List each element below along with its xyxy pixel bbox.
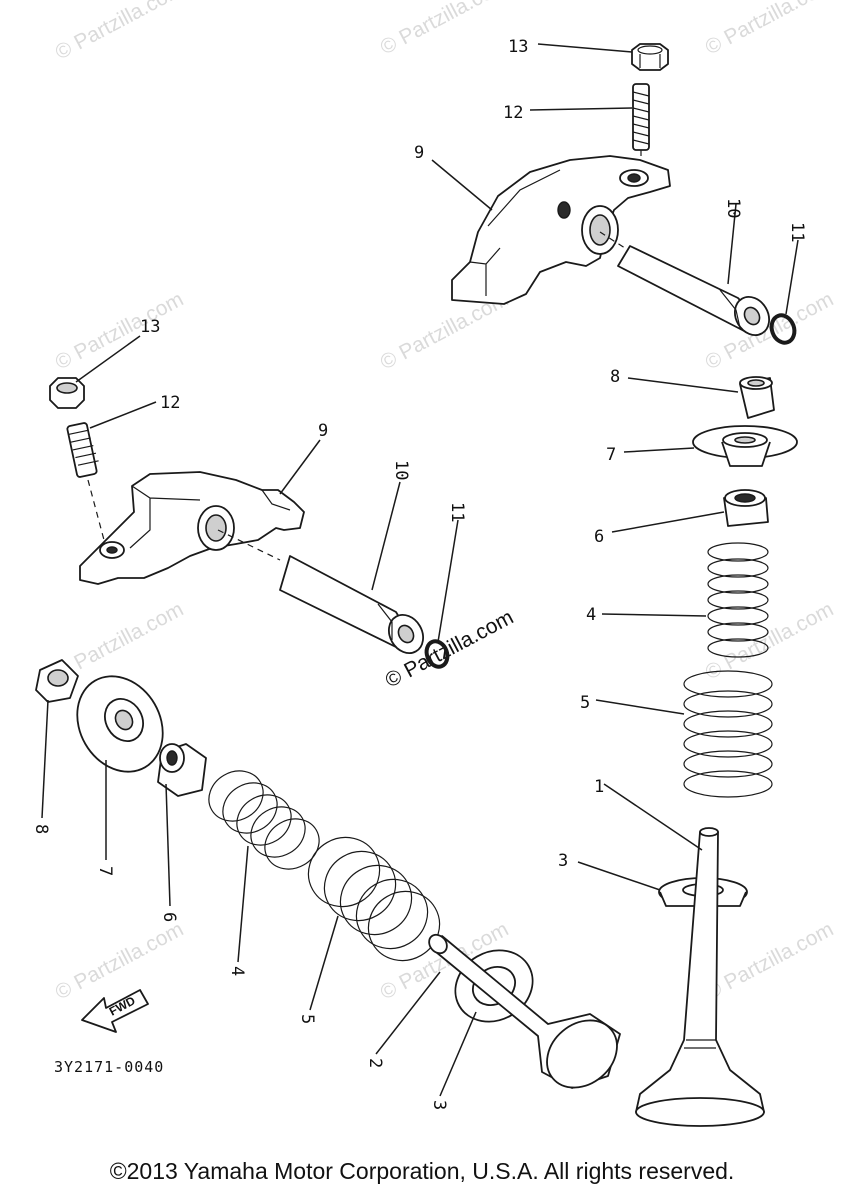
part-2-valve-left xyxy=(428,933,621,1089)
part-11-o-ring-upper xyxy=(769,313,797,345)
callout-6-left: 6 xyxy=(159,912,179,922)
part-6-valve-stem-seal-left xyxy=(157,743,207,797)
watermark-text: © Partzilla.com xyxy=(52,0,188,64)
part-9-rocker-arm-left xyxy=(79,471,305,585)
callout-9-upper: 9 xyxy=(414,143,424,163)
right-valve-stack xyxy=(635,376,798,1127)
watermark-text: © Partzilla.com xyxy=(52,288,188,375)
part-7-spring-retainer-left xyxy=(76,675,164,773)
part-10-rocker-shaft-upper xyxy=(599,231,770,336)
part-7-spring-retainer-right xyxy=(692,425,798,467)
watermark-text: © Partzilla.com xyxy=(702,0,838,59)
part-5-outer-valve-spring-right xyxy=(683,670,773,798)
callout-4-left: 4 xyxy=(227,966,247,976)
part-5-outer-valve-spring-left xyxy=(307,836,441,962)
callout-1-right: 1 xyxy=(594,777,604,797)
callout-7-left: 7 xyxy=(95,866,115,876)
copyright-footer: ©2013 Yamaha Motor Corporation, U.S.A. A… xyxy=(109,1158,735,1184)
callout-3-left: 3 xyxy=(429,1100,449,1110)
callout-8-left: 8 xyxy=(31,824,51,834)
callout-5-left: 5 xyxy=(297,1014,317,1024)
callout-12-upper: 12 xyxy=(503,103,523,123)
callout-11-upper: 11 xyxy=(787,222,807,242)
watermark-text: © Partzilla.com xyxy=(377,0,513,59)
part-8-valve-cotter-left xyxy=(35,659,79,703)
callout-9-left: 9 xyxy=(318,421,328,441)
part-10-rocker-shaft-left xyxy=(217,529,424,654)
callout-10-left: 10 xyxy=(391,460,411,480)
callout-13-left: 13 xyxy=(140,317,160,337)
watermark-text: © Partzilla.com xyxy=(52,918,188,1005)
upper-rocker-assembly xyxy=(451,43,797,345)
watermark-text: © Partzilla.com xyxy=(702,918,838,1005)
part-6-valve-stem-seal-right xyxy=(723,489,769,527)
callout-12-left: 12 xyxy=(160,393,180,413)
part-1-valve-right xyxy=(635,827,765,1127)
callout-labels: 13 12 9 10 11 8 7 6 4 5 1 3 13 12 9 10 1… xyxy=(31,37,807,1110)
callout-5-right: 5 xyxy=(580,693,590,713)
part-12-adjusting-screw-left xyxy=(66,422,105,541)
part-4-inner-valve-spring-left xyxy=(208,770,320,870)
part-13-nut-upper xyxy=(631,43,669,71)
callout-8-right: 8 xyxy=(610,367,620,387)
callout-2-left: 2 xyxy=(365,1058,385,1068)
part-8-valve-cotter-right xyxy=(739,376,775,419)
callout-3-right: 3 xyxy=(558,851,568,871)
callout-10-upper: 10 xyxy=(723,198,743,218)
leader-lines xyxy=(41,43,799,1097)
callout-7-right: 7 xyxy=(606,445,616,465)
part-9-rocker-arm-upper xyxy=(451,155,671,305)
callout-11-left: 11 xyxy=(447,502,467,522)
diagram-part-code: 3Y2171-0040 xyxy=(54,1058,164,1076)
part-4-inner-valve-spring-right xyxy=(707,542,769,658)
part-13-nut-left xyxy=(49,377,85,409)
left-valve-stack xyxy=(35,659,621,1089)
part-11-o-ring-left xyxy=(424,639,450,669)
fwd-arrow-icon: FWD xyxy=(81,989,149,1033)
callout-13-upper: 13 xyxy=(508,37,528,57)
callout-6-right: 6 xyxy=(594,527,604,547)
lower-left-rocker-assembly xyxy=(49,377,450,669)
callout-4-right: 4 xyxy=(586,605,596,625)
part-12-adjusting-screw-upper xyxy=(632,83,650,170)
